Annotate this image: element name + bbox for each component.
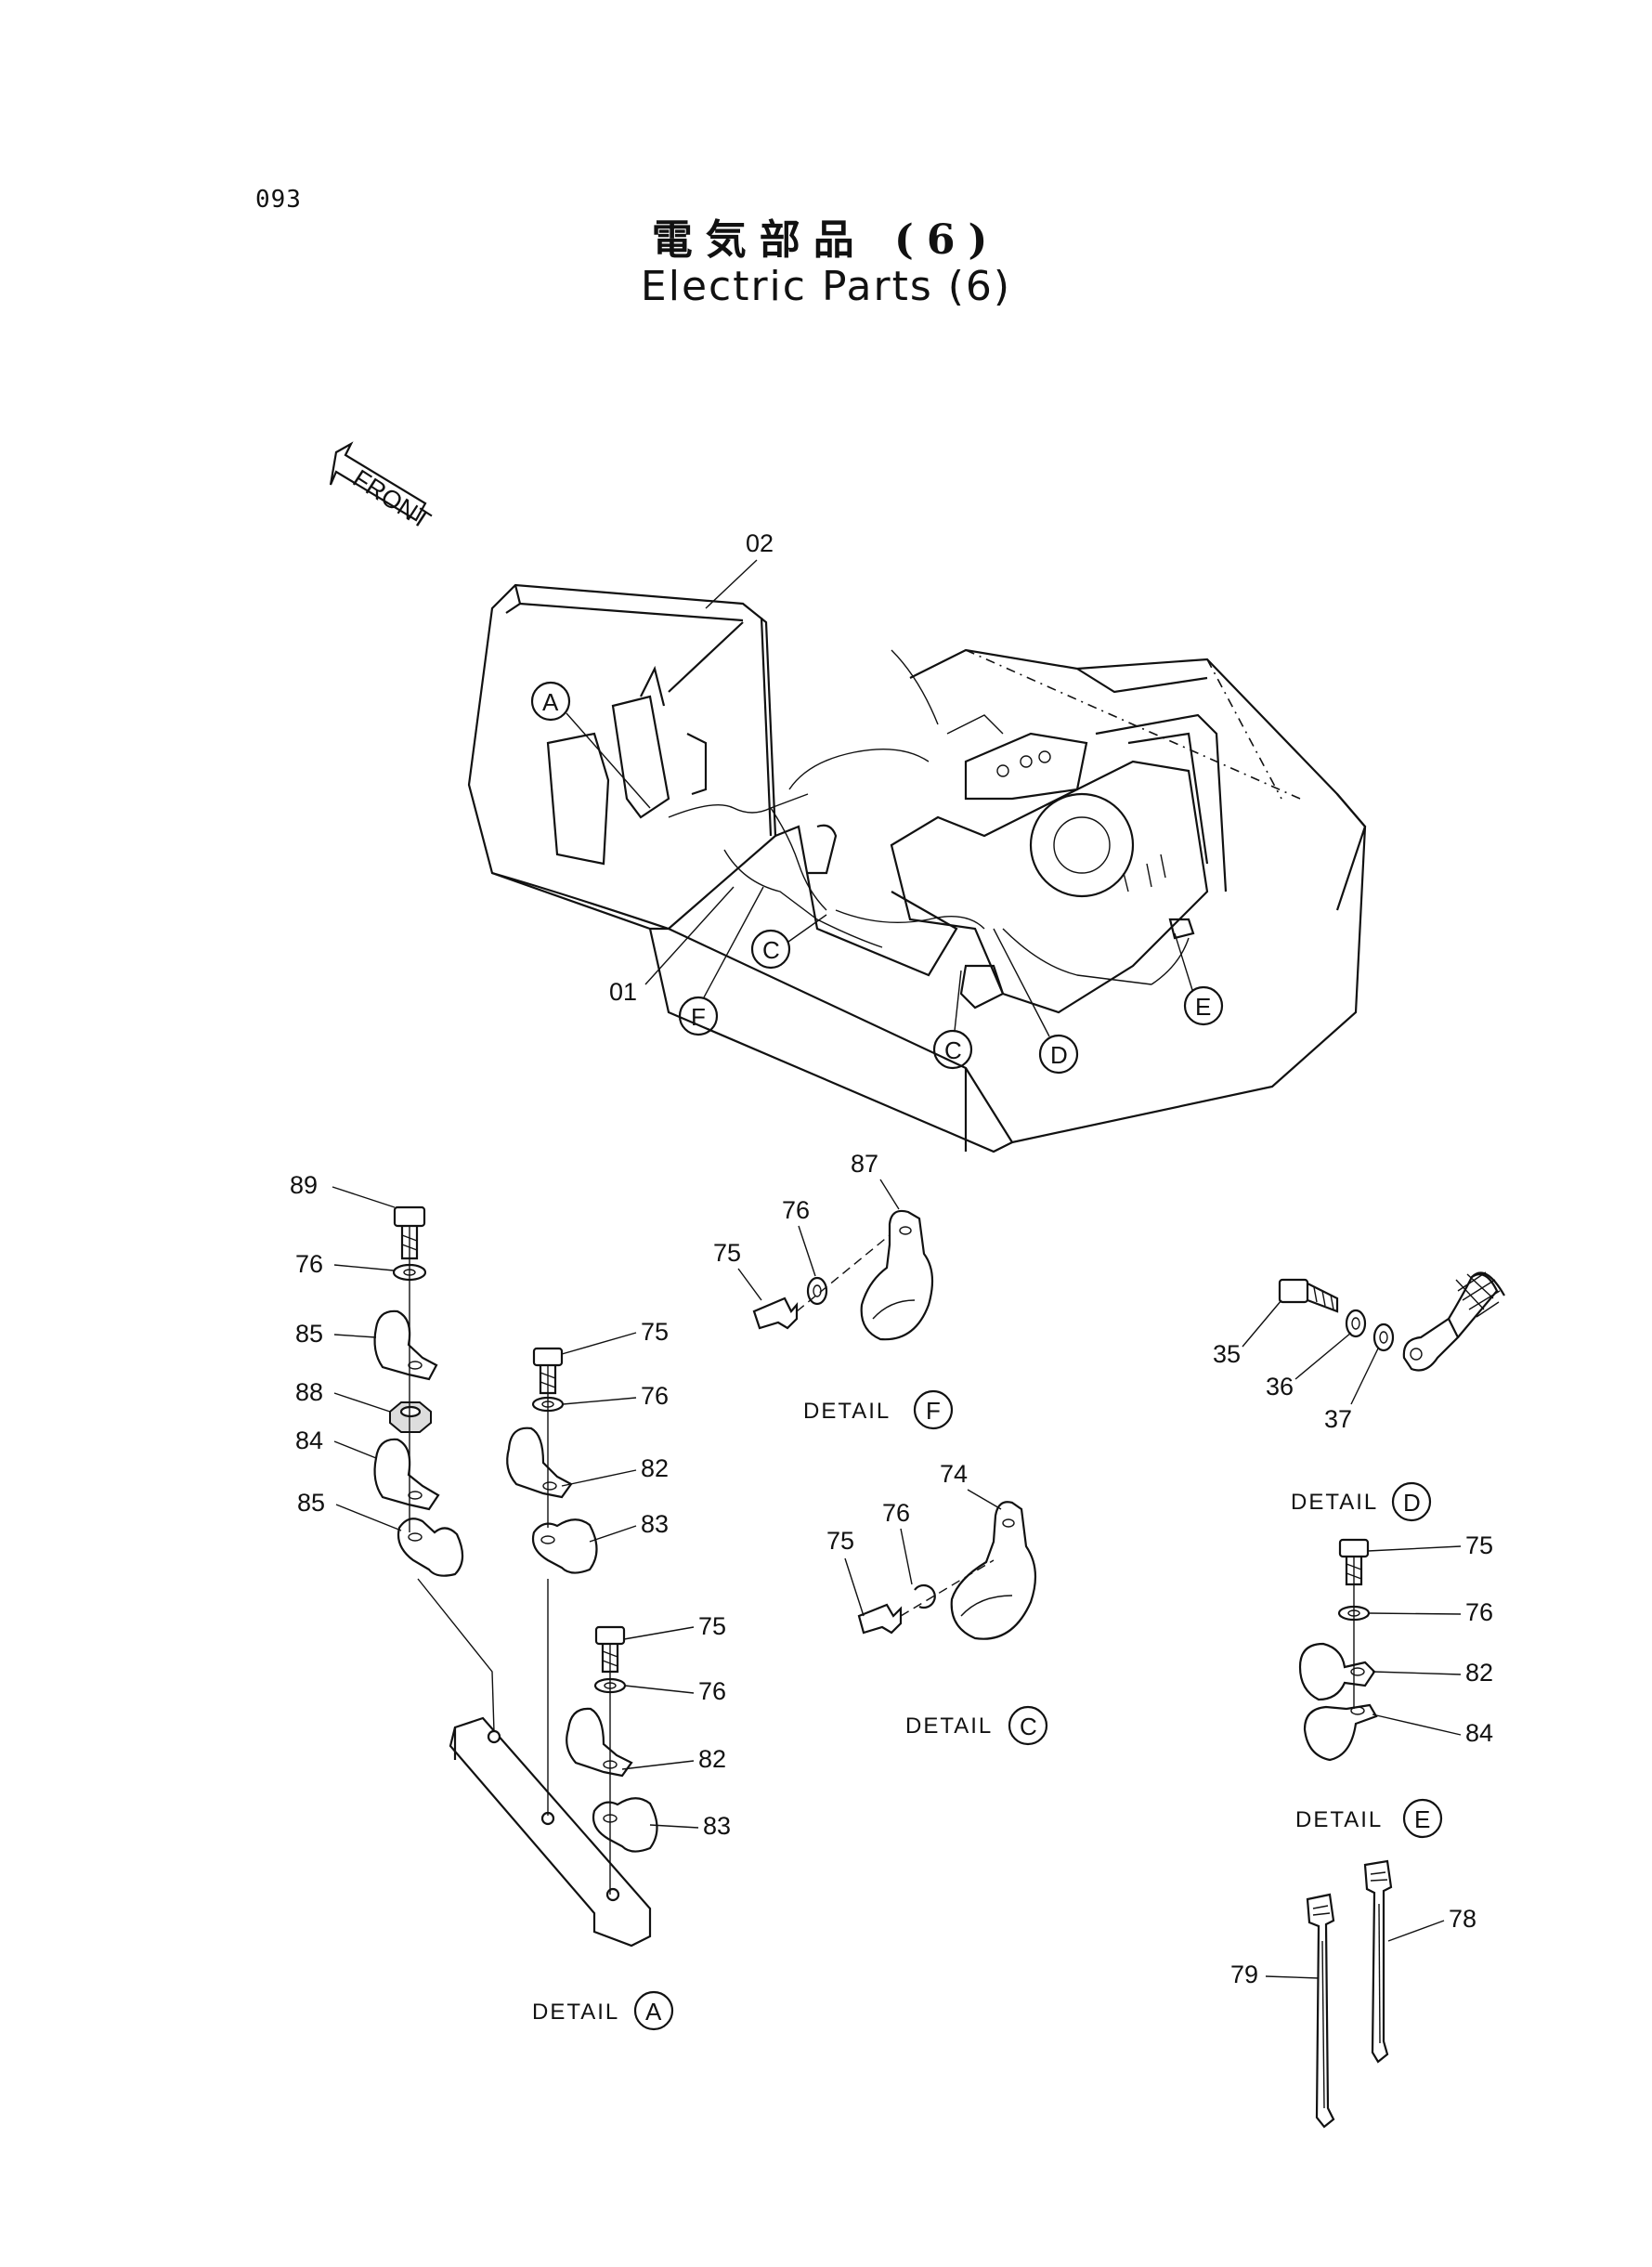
label-85-a1: 85 (295, 1320, 323, 1348)
label-37: 37 (1324, 1405, 1352, 1433)
label-35: 35 (1213, 1340, 1241, 1368)
front-arrow-icon: FRONT (329, 441, 436, 535)
label-76-e: 76 (1465, 1598, 1493, 1626)
detail-D-circle (1391, 1481, 1432, 1522)
label-83-a2: 83 (703, 1812, 731, 1840)
detail-E-group: 75 76 82 84 DETAIL E (1295, 1531, 1493, 1839)
label-76-a2: 76 (641, 1382, 669, 1410)
svg-text:DETAIL: DETAIL (1295, 1807, 1383, 1832)
detail-C-circle (1008, 1705, 1048, 1746)
label-75-a1: 75 (641, 1318, 669, 1346)
label-83-a1: 83 (641, 1510, 669, 1538)
label-76-a3: 76 (698, 1677, 726, 1705)
svg-text:A: A (542, 688, 559, 716)
svg-text:DETAIL: DETAIL (1291, 1490, 1378, 1515)
callout-circle-D (1038, 1034, 1079, 1075)
detail-F-group: 87 76 75 DETAIL F (713, 1150, 954, 1430)
label-84-e: 84 (1465, 1719, 1493, 1747)
label-36: 36 (1266, 1373, 1294, 1401)
svg-text:E: E (1195, 993, 1211, 1021)
svg-text:F: F (926, 1397, 941, 1425)
svg-text:C: C (1020, 1713, 1037, 1740)
callout-circle-F (678, 996, 719, 1036)
machine-upper-structure (467, 583, 1367, 1153)
detail-A-circle (633, 1990, 674, 2031)
label-85-a2: 85 (297, 1489, 325, 1517)
callout-01: 01 (609, 978, 637, 1006)
label-82-e: 82 (1465, 1659, 1493, 1687)
label-76-f: 76 (782, 1196, 810, 1224)
svg-text:D: D (1050, 1041, 1068, 1069)
callout-02: 02 (746, 529, 774, 557)
label-75-e: 75 (1465, 1531, 1493, 1559)
detail-F-circle (913, 1389, 954, 1430)
cable-ties-group: 79 78 (1230, 1859, 1476, 2129)
svg-text:E: E (1414, 1805, 1430, 1833)
page-number: 093 (255, 186, 302, 214)
detail-D-group: 35 36 37 DETAIL D (1213, 1271, 1505, 1522)
label-75-f: 75 (713, 1239, 741, 1267)
label-74: 74 (940, 1460, 968, 1488)
detail-A-group (373, 1205, 658, 1948)
svg-text:DETAIL: DETAIL (532, 2000, 619, 2025)
label-89: 89 (290, 1171, 318, 1199)
callout-circle-C-2 (932, 1029, 973, 1070)
svg-text:A: A (645, 1998, 662, 2026)
label-76-c: 76 (882, 1499, 910, 1527)
label-82-a1: 82 (641, 1454, 669, 1482)
svg-text:C: C (762, 936, 780, 964)
label-75-a2: 75 (698, 1612, 726, 1640)
main-callouts: 02 01 A F C C D E (530, 529, 1224, 1075)
label-84-a: 84 (295, 1427, 323, 1454)
svg-text:D: D (1403, 1489, 1421, 1517)
callout-circle-E (1183, 985, 1224, 1026)
detail-A-labels: 89 76 85 88 84 85 75 76 82 83 75 76 82 (290, 1171, 731, 1840)
svg-text:DETAIL: DETAIL (905, 1713, 993, 1739)
label-79: 79 (1230, 1961, 1258, 1988)
svg-text:C: C (944, 1036, 962, 1064)
front-label: FRONT (348, 464, 436, 535)
label-78: 78 (1449, 1905, 1476, 1933)
svg-text:DETAIL: DETAIL (803, 1399, 891, 1424)
title-japanese: 電気部品 (6) (651, 216, 1001, 264)
title-english: Electric Parts (6) (640, 263, 1012, 310)
label-82-a2: 82 (698, 1745, 726, 1773)
label-76-a1: 76 (295, 1250, 323, 1278)
svg-text:F: F (691, 1003, 706, 1031)
label-87: 87 (851, 1150, 878, 1178)
detail-A-caption: DETAIL A (532, 1990, 674, 2031)
callout-circle-C-1 (750, 929, 791, 970)
label-75-c: 75 (826, 1527, 854, 1555)
callout-circle-A (530, 681, 571, 722)
detail-E-circle (1402, 1798, 1443, 1839)
detail-C-group: 74 76 75 DETAIL C (826, 1460, 1048, 1746)
label-88: 88 (295, 1378, 323, 1406)
